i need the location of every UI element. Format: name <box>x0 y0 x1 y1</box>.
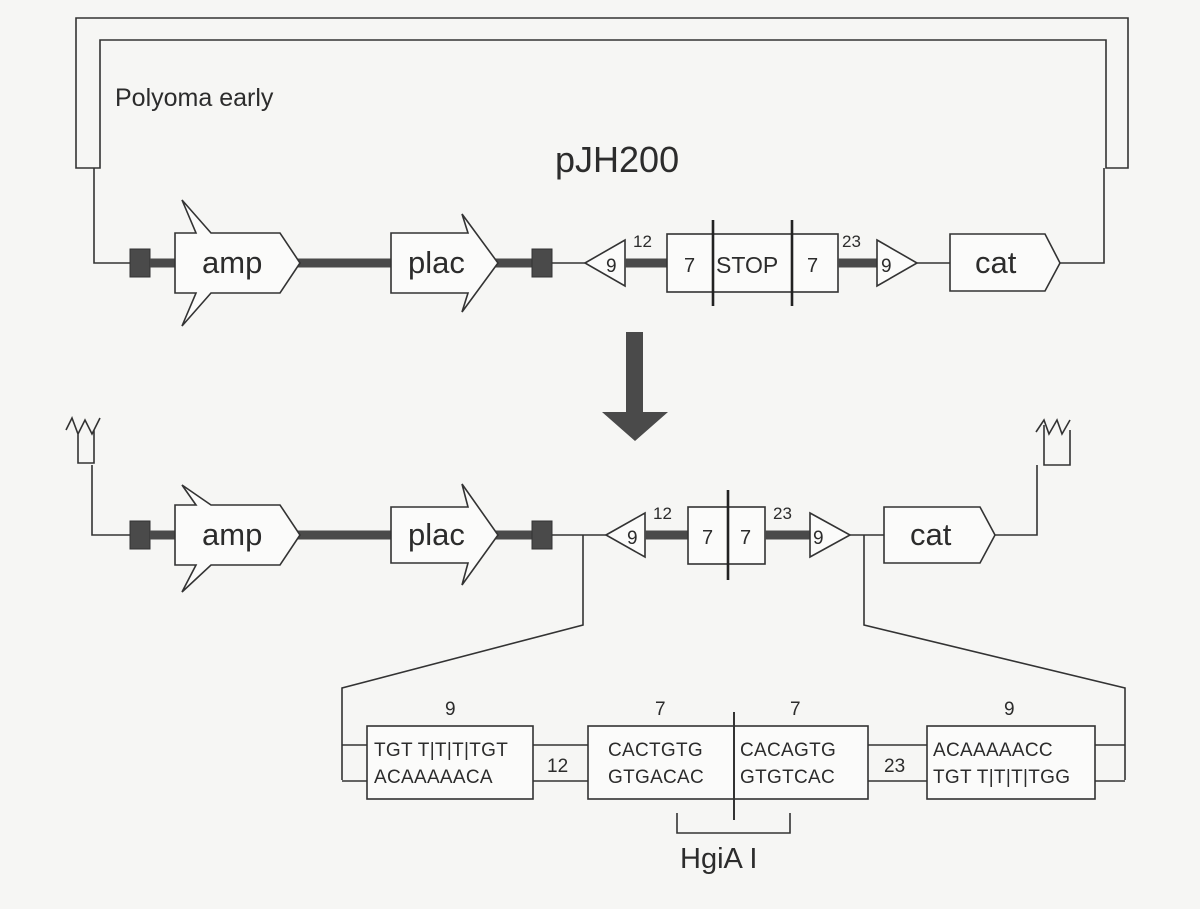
spacer-right-label: 23 <box>773 504 792 523</box>
right-connector <box>1058 168 1105 264</box>
heptamer-right-label: 7 <box>740 527 751 549</box>
nonamer-left-bottom-seq: ACAAAAACA <box>374 767 493 788</box>
heptamer-right-top-seq: CACAGTG <box>740 740 836 761</box>
sequence-detail: 9 7 7 9 TGT T|T|T|TGT ACAAAAACA 12 CACTG… <box>342 699 1125 875</box>
left-connector <box>91 465 131 536</box>
joined-heptamer-box <box>687 506 766 565</box>
spacer-left-length: 12 <box>547 756 568 777</box>
heptamer-left-bottom-seq: GTGACAC <box>608 767 704 788</box>
heptamer-right-label: 7 <box>807 255 818 277</box>
heptamer-left-top-seq: CACTGTG <box>608 740 703 761</box>
heptamer-right-length: 7 <box>790 699 801 720</box>
plasmid-title: pJH200 <box>555 139 679 180</box>
amp-gene-arrow <box>174 199 301 327</box>
nonamer-right-length: 9 <box>1004 699 1015 720</box>
dark-block <box>531 248 553 278</box>
nonamer-right-triangle <box>876 238 919 288</box>
nonamer-right-bottom-seq: TGT T|T|T|TGG <box>933 767 1070 788</box>
nonamer-left-seq-box <box>366 725 534 800</box>
restriction-site-label: HgiA I <box>680 843 757 875</box>
top-construct: Polyoma early pJH200 amp plac 9 12 7 STO… <box>75 17 1129 327</box>
gene-label-amp: amp <box>202 517 262 552</box>
plac-promoter-arrow <box>390 483 499 586</box>
amp-gene-arrow <box>174 484 301 593</box>
nonamer-right-top-seq: ACAAAAACC <box>933 740 1053 761</box>
nonamer-left-label: 9 <box>606 256 617 277</box>
zoom-line-left <box>341 535 584 780</box>
spacer-left-label: 12 <box>653 504 672 523</box>
spacer-right-length: 23 <box>884 756 905 777</box>
broken-end-right-icon <box>1035 418 1071 466</box>
spacer-right-label: 23 <box>842 232 861 251</box>
nonamer-right-triangle <box>809 511 852 559</box>
heptamer-left-length: 7 <box>655 699 666 720</box>
bottom-construct: amp plac 9 12 7 7 23 9 cat <box>65 416 1126 780</box>
cat-gene-box <box>883 506 996 564</box>
recombination-arrow-icon <box>602 332 668 441</box>
nonamer-left-length: 9 <box>445 699 456 720</box>
heptamer-left-label: 7 <box>684 255 695 277</box>
dark-block <box>129 248 151 278</box>
plac-promoter-arrow <box>390 213 499 313</box>
nonamer-left-label: 9 <box>627 528 638 549</box>
right-connector <box>995 465 1038 536</box>
left-connector <box>93 168 131 264</box>
gene-label-cat: cat <box>975 245 1017 280</box>
broken-end-left-icon <box>65 416 101 464</box>
gene-label-amp: amp <box>202 245 262 280</box>
cat-gene-box <box>949 233 1061 292</box>
nonamer-left-triangle <box>583 238 626 288</box>
nonamer-left-triangle <box>604 511 646 559</box>
stop-cassette-box <box>666 233 839 293</box>
heptamer-left-label: 7 <box>702 527 713 549</box>
nonamer-right-seq-box <box>926 725 1096 800</box>
dark-block <box>531 520 553 550</box>
polyoma-bracket <box>75 17 1129 169</box>
heptamer-seq-box <box>587 725 869 800</box>
heptamer-right-bottom-seq: GTGTCAC <box>740 767 835 788</box>
gene-label-plac: plac <box>408 517 465 552</box>
gene-label-plac: plac <box>408 245 465 280</box>
stop-label: STOP <box>716 252 778 278</box>
nonamer-right-label: 9 <box>813 528 824 549</box>
zoom-line-right <box>863 535 1126 780</box>
spacer-left-label: 12 <box>633 232 652 251</box>
hgiai-site-bracket <box>676 813 791 834</box>
dark-block <box>129 520 151 550</box>
nonamer-left-top-seq: TGT T|T|T|TGT <box>374 740 508 761</box>
gene-label-cat: cat <box>910 517 952 552</box>
nonamer-right-label: 9 <box>881 256 892 277</box>
promoter-label: Polyoma early <box>115 84 274 112</box>
